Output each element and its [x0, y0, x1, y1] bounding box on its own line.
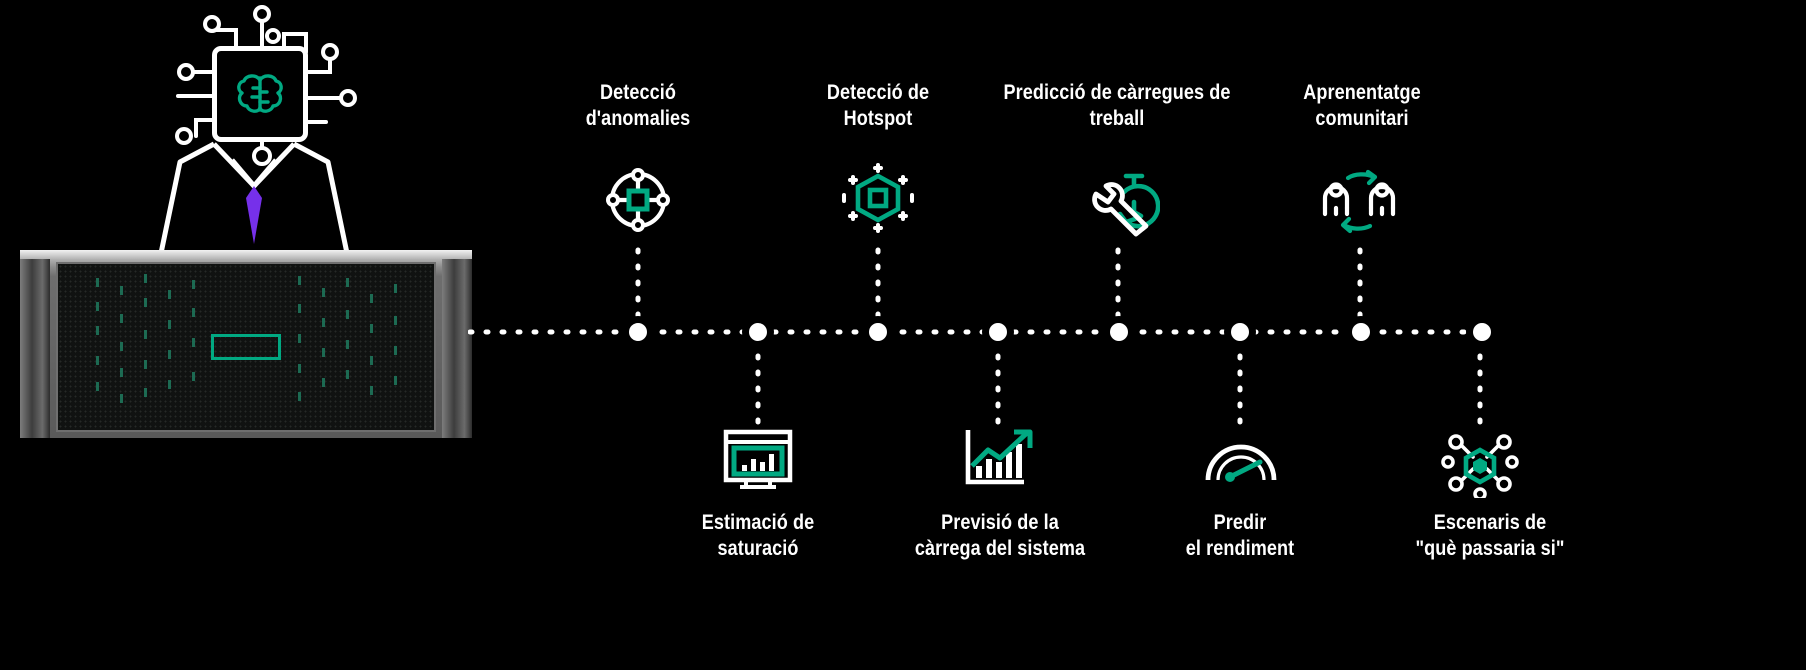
timeline-node[interactable]: [745, 319, 771, 345]
timeline-node[interactable]: [985, 319, 1011, 345]
anomaly-target-icon[interactable]: [602, 164, 674, 236]
timeline-label: Previsió de la càrrega del sistema: [914, 511, 1086, 560]
timeline-axis: [468, 329, 1495, 335]
timeline-label: Escenaris de "què passaria si": [1415, 511, 1565, 560]
growth-chart-arrow-icon[interactable]: [962, 426, 1038, 490]
timeline-node[interactable]: [1227, 319, 1253, 345]
timeline-label: Detecció d'anomalies: [585, 81, 691, 130]
operator-shirt: [157, 141, 351, 259]
timeline-node[interactable]: [1469, 319, 1495, 345]
timeline-label: Detecció de Hotspot: [826, 81, 930, 130]
circuit-traces: [175, 5, 357, 166]
server-rack-icon: [20, 250, 472, 438]
timeline-label: Estimació de saturació: [701, 511, 815, 560]
timeline-node[interactable]: [625, 319, 651, 345]
hotspot-hexagon-icon[interactable]: [842, 162, 914, 234]
timeline-branches: [635, 237, 1483, 431]
timeline-node[interactable]: [1106, 319, 1132, 345]
timeline-label: Predir el rendiment: [1185, 511, 1295, 560]
brain-icon: [232, 66, 288, 122]
performance-gauge-icon[interactable]: [1202, 432, 1280, 486]
wrench-stopwatch-icon[interactable]: [1078, 160, 1160, 238]
hpe-logo-badge: [211, 334, 281, 360]
necktie: [246, 186, 262, 244]
community-learning-icon[interactable]: [1314, 168, 1404, 236]
timeline-node[interactable]: [1348, 319, 1374, 345]
monitor-bar-chart-icon[interactable]: [722, 428, 794, 490]
timeline-label: Predicció de càrregues de treball: [1003, 81, 1231, 130]
timeline-node[interactable]: [865, 319, 891, 345]
ai-operator-illustration: [0, 0, 540, 520]
what-if-nodes-icon[interactable]: [1440, 428, 1520, 498]
timeline-label: Aprenentatge comunitari: [1303, 81, 1421, 130]
